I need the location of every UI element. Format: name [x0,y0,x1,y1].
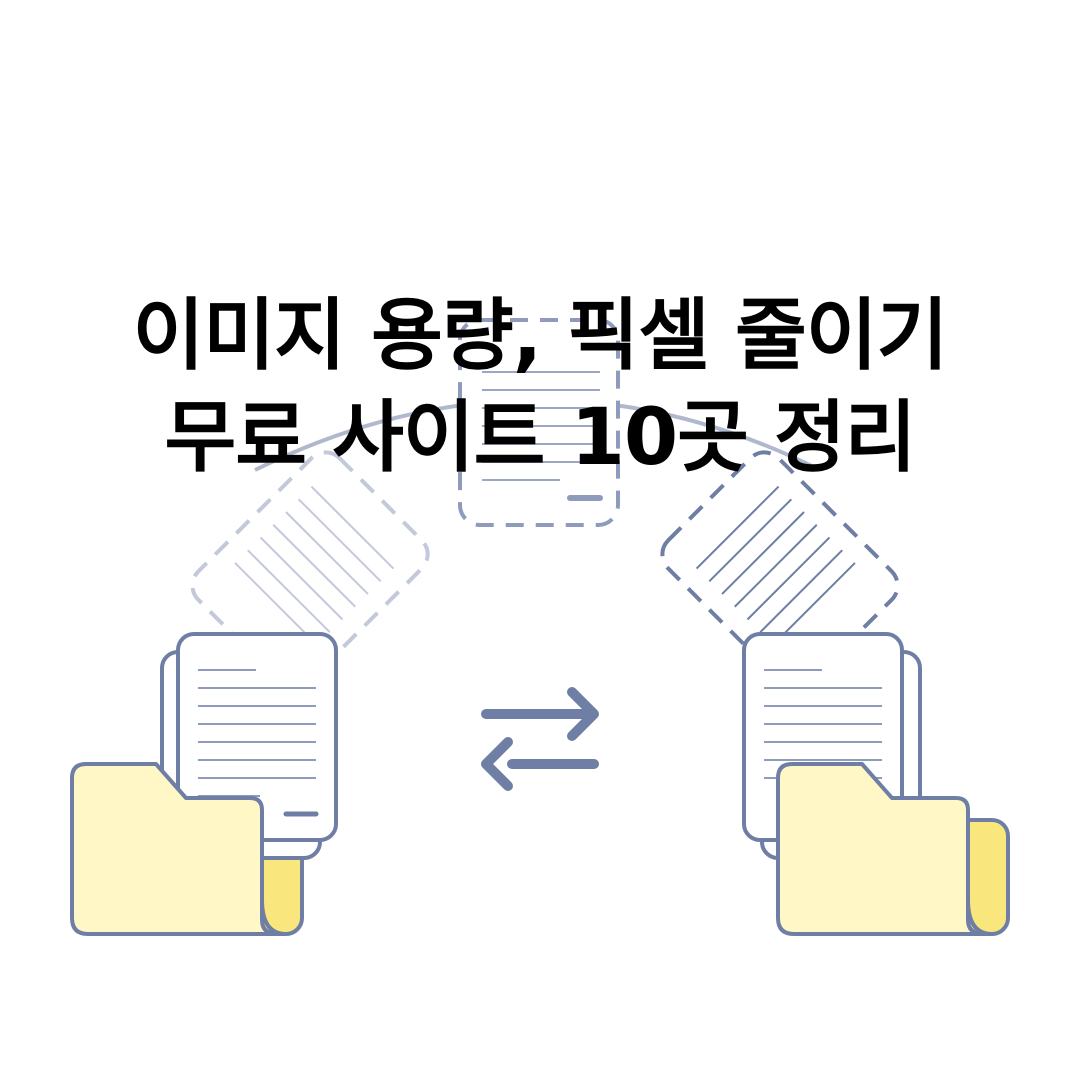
page-title: 이미지 용량, 픽셀 줄이기 무료 사이트 10곳 정리 [0,285,1080,489]
document-icon [176,632,338,842]
folder-icon [70,632,338,936]
swap-arrows-icon [481,687,599,791]
title-line-2: 무료 사이트 10곳 정리 [164,393,916,483]
title-line-1: 이미지 용량, 픽셀 줄이기 [132,291,949,381]
folder-icon [742,632,1010,936]
dashed-document-icon [458,318,620,527]
